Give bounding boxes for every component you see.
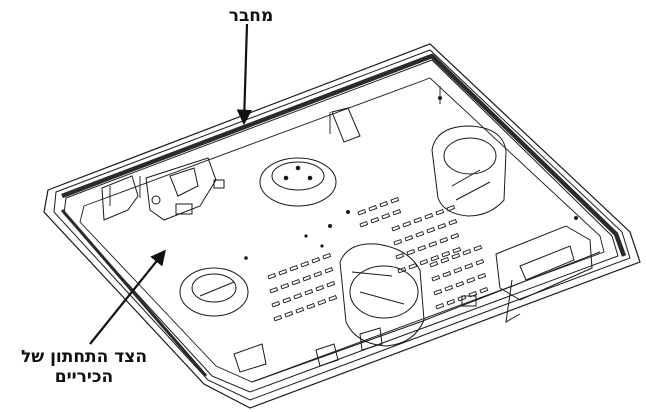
vent-slot: [328, 295, 338, 302]
underside-label-line2: הכיריים: [54, 367, 114, 387]
vent-slot: [370, 217, 380, 224]
vent-slot: [450, 233, 460, 240]
vent-slot: [313, 271, 323, 278]
vent-slot: [368, 205, 378, 212]
vent-slot: [282, 297, 292, 304]
vent-slot: [278, 269, 288, 276]
burner-boss-lower-left: [179, 267, 249, 317]
vent-slot: [426, 227, 436, 234]
vent-slot: [439, 237, 449, 244]
vent-slot: [390, 197, 400, 204]
vent-slot: [271, 301, 281, 308]
burner-cup-upper-right: [331, 107, 507, 217]
vent-slot: [479, 287, 489, 294]
burner-boss-center: [259, 157, 337, 207]
vent-slot: [326, 281, 336, 288]
vent-slot: [295, 307, 305, 314]
vent-slot: [477, 273, 487, 280]
vent-slot: [473, 245, 483, 252]
connector-label: מחבר: [228, 6, 274, 26]
vent-slot: [464, 263, 474, 270]
vent-slot: [293, 293, 303, 300]
vent-slot: [455, 281, 465, 288]
vent-slot: [391, 225, 401, 232]
fasteners: [244, 96, 578, 260]
vent-slot: [289, 265, 299, 272]
vent-slot: [435, 303, 445, 310]
vent-slot: [269, 287, 279, 294]
vent-slot: [273, 315, 283, 322]
vent-slot: [440, 257, 450, 264]
vent-slot: [428, 241, 438, 248]
vent-slot: [304, 289, 314, 296]
vent-slot: [424, 213, 434, 220]
vent-slot: [284, 311, 294, 318]
vent-slots: [267, 197, 489, 322]
vent-slot: [431, 275, 441, 282]
burner-cup-lower-center: [339, 243, 425, 347]
underside-label: הצד התחתון של הכיריים: [4, 347, 164, 387]
vent-slot: [466, 277, 476, 284]
vent-slot: [475, 259, 485, 266]
vent-slot: [419, 259, 429, 266]
underside-arrow: [89, 249, 166, 345]
vent-slot: [357, 209, 367, 216]
vent-slot: [452, 247, 462, 254]
vent-slot: [397, 267, 407, 274]
vent-slot: [392, 209, 402, 216]
vent-slot: [311, 257, 321, 264]
vent-slot: [451, 253, 461, 260]
vent-slot: [315, 285, 325, 292]
vent-slot: [413, 217, 423, 224]
tray-floor: [79, 77, 605, 383]
vent-slot: [442, 271, 452, 278]
vent-slot: [267, 273, 277, 280]
vent-slot: [395, 253, 405, 260]
vent-slot: [300, 261, 310, 268]
vent-slot: [381, 213, 391, 220]
vent-slot: [291, 279, 301, 286]
vent-slot: [379, 201, 389, 208]
vent-slot: [417, 245, 427, 252]
left-bracket: [101, 157, 225, 221]
vent-slot: [408, 263, 418, 270]
vent-slot: [453, 267, 463, 274]
vent-slot: [441, 251, 451, 258]
connector-gasket: [60, 53, 627, 377]
vent-slot: [306, 303, 316, 310]
vent-slot: [359, 221, 369, 228]
vent-slot: [415, 231, 425, 238]
vent-slot: [446, 205, 456, 212]
right-bracket: [461, 225, 593, 323]
vent-slot: [324, 267, 334, 274]
vent-slot: [429, 261, 439, 268]
connector-arrow: [236, 23, 253, 126]
vent-slot: [322, 253, 332, 260]
vent-slot: [444, 285, 454, 292]
underside-label-line1: הצד התחתון של: [20, 347, 148, 367]
vent-slot: [437, 223, 447, 230]
vent-slot: [446, 299, 456, 306]
vent-slot: [402, 221, 412, 228]
vent-slot: [433, 289, 443, 296]
vent-slot: [280, 283, 290, 290]
front-edge-details: [233, 251, 601, 383]
vent-slot: [393, 239, 403, 246]
vent-slot: [462, 249, 472, 256]
vent-slot: [406, 249, 416, 256]
vent-slot: [317, 299, 327, 306]
vent-slot: [430, 255, 440, 262]
vent-slot: [302, 275, 312, 282]
vent-slot: [435, 209, 445, 216]
vent-slot: [448, 219, 458, 226]
vent-slot: [404, 235, 414, 242]
